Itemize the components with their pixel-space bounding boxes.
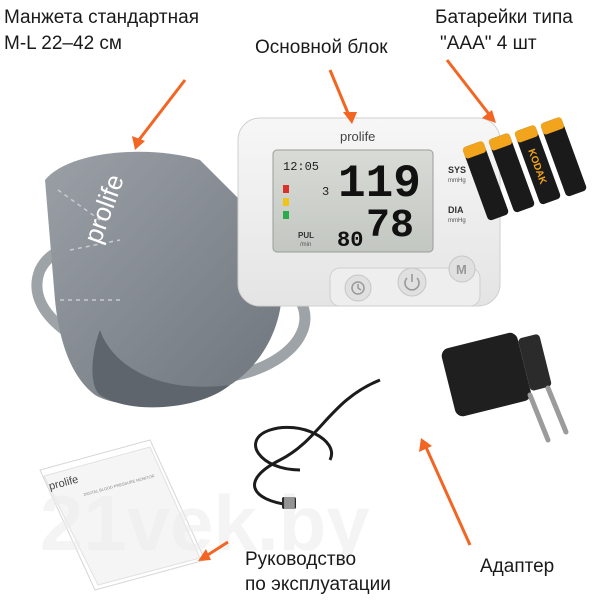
callout-arrows: [132, 59, 496, 561]
arrow-main-unit: [328, 69, 357, 124]
indicator-red: [283, 185, 289, 193]
lcd-screen: [272, 149, 434, 253]
memory-button[interactable]: M: [448, 255, 476, 283]
cuff-label-line2: M-L 22–42 см: [4, 33, 122, 54]
batteries-label-line1: Батарейки типа: [435, 7, 573, 28]
clock-icon: [351, 281, 365, 295]
batteries: KODAK: [462, 117, 587, 221]
pul-unit: /min: [300, 242, 311, 248]
sys-label: SYS: [448, 165, 466, 175]
user-manual: prolife DIGITAL BLOOD PRESSURE MONITOR: [39, 439, 206, 591]
power-icon: [404, 274, 420, 291]
manual-label-line2: по эксплуатации: [245, 574, 391, 595]
arrow-batteries: [445, 59, 496, 123]
power-adapter: [253, 332, 569, 509]
lcd-time: 12:05: [283, 160, 319, 174]
dia-label: DIA: [448, 205, 464, 215]
lcd-pulse-value: 80: [337, 228, 363, 253]
device-brand-text: prolife: [340, 129, 375, 144]
arrow-adapter: [419, 438, 472, 546]
cuff-label-line1: Манжета стандартная: [4, 7, 199, 28]
clock-button[interactable]: [344, 274, 372, 302]
adapter-label: Адаптер: [480, 556, 555, 577]
batteries-label-line2: "AAA" 4 шт: [440, 33, 537, 54]
monitor-body: prolife 12:05 3 119 78 80 SYS mmHg DIA m…: [237, 117, 501, 307]
pul-label: PUL: [298, 231, 314, 240]
arrow-cuff: [132, 79, 187, 150]
main-unit-label: Основной блок: [255, 37, 388, 58]
lcd-sys-value: 119: [338, 158, 421, 210]
indicator-green: [283, 211, 289, 219]
sys-unit: mmHg: [448, 178, 466, 184]
dia-unit: mmHg: [448, 218, 466, 224]
cuff: prolife: [45, 151, 283, 408]
arrow-manual: [198, 540, 229, 561]
lcd-dia-value: 78: [366, 204, 414, 249]
indicator-yellow: [283, 198, 289, 206]
memory-icon: M: [456, 262, 467, 277]
manual-label-line1: Руководство: [245, 549, 357, 570]
lcd-memory-no: 3: [322, 185, 329, 199]
power-button[interactable]: [397, 267, 427, 297]
